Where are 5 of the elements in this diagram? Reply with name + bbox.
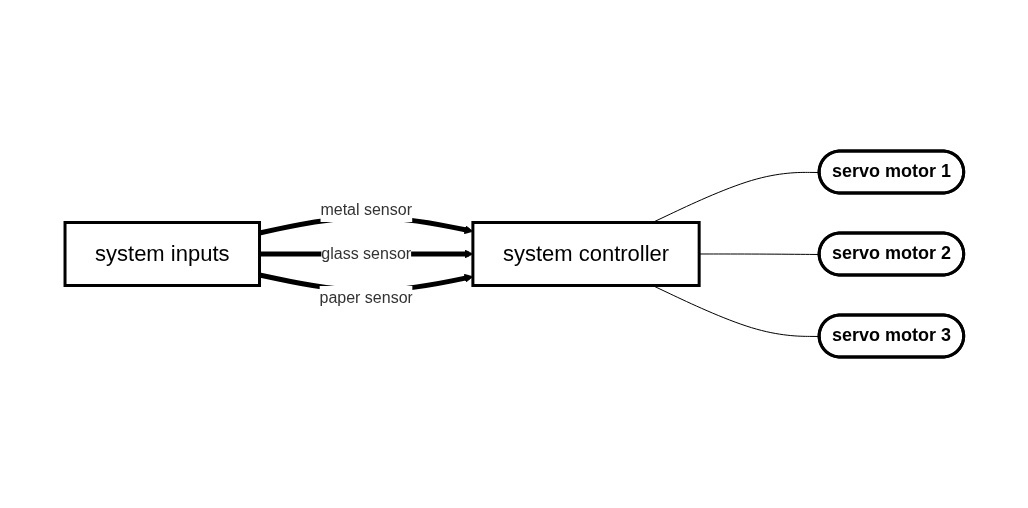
edge-label: glass sensor (320, 244, 411, 262)
edge-label: paper sensor (319, 288, 413, 306)
node-box: system inputs (63, 221, 261, 287)
node-box: system controller (471, 221, 701, 287)
edge-label: metal sensor (320, 201, 412, 218)
